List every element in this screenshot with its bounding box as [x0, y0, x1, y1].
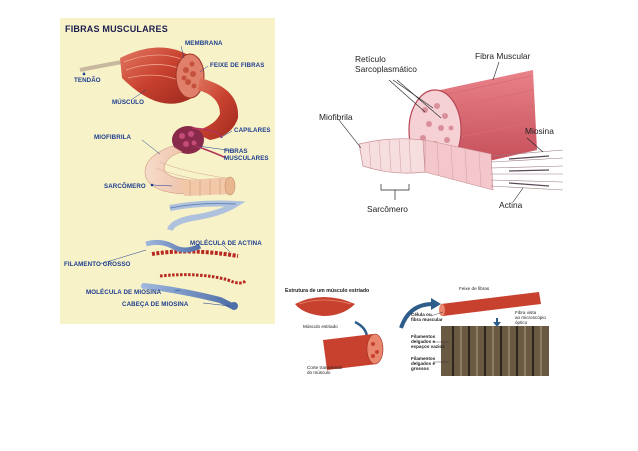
label-actina: Actina: [499, 200, 523, 210]
label-corte-transversal: Corte transversal do músculo: [307, 365, 342, 375]
label-fibras-musculares: FIBRAS MUSCULARES: [224, 148, 269, 162]
muscle-structure-illustration: [79, 45, 248, 310]
label-molecula-actina: MOLÉCULA DE ACTINA: [190, 240, 262, 247]
label-filamento-grosso: FILAMENTO GROSSO: [64, 261, 131, 268]
label-musculo: MÚSCULO: [112, 99, 144, 106]
label-filamentos-delgados-grossos: Filamentos delgados e grossos: [411, 356, 436, 371]
label-filamentos-delgados-vazios: Filamentos delgados e espaços vazios: [411, 334, 445, 349]
muscle-fiber-illustration: [338, 61, 564, 203]
striated-muscle-illustration: [295, 292, 549, 376]
panel-estrutura-musculo-estriado: Estrutura de um músculo estriado Músculo…: [283, 282, 559, 378]
label-miofibrila: MIOFIBRILA: [94, 134, 132, 141]
panel-fibra-muscular: Retículo Sarcoplasmático Fibra Muscular …: [313, 40, 578, 228]
label-fibra-vista-microscopio: Fibra vista ao microscópio óptico: [515, 310, 546, 325]
label-capilares: CAPILARES: [234, 127, 271, 134]
label-sarcomero: Sarcômero: [367, 204, 408, 214]
label-miofibrila: Miofibrila: [319, 112, 353, 122]
label-celula-fibra: Célula ou fibra muscular: [411, 312, 443, 322]
label-membrana: MEMBRANA: [185, 40, 223, 47]
label-feixe-de-fibras: Feixe de fibras: [459, 286, 490, 291]
label-reticulo-sarcoplasmatico: Retículo Sarcoplasmático: [355, 54, 417, 74]
panel-c-title: Estrutura de um músculo estriado: [285, 288, 370, 294]
panel-fibras-musculares: FIBRAS MUSCULARES MEMBRANA FEIXE DE FIBR…: [60, 18, 275, 324]
label-feixe-de-fibras: FEIXE DE FIBRAS: [210, 62, 265, 69]
label-fibra-muscular: Fibra Muscular: [475, 51, 531, 61]
label-sarcomero: SARCÔMERO: [104, 183, 146, 190]
label-tendao: TENDÃO: [74, 77, 101, 84]
panel-a-title: FIBRAS MUSCULARES: [65, 24, 168, 34]
label-cabeca-miosina: CABEÇA DE MIOSINA: [122, 301, 189, 308]
label-musculo-estriado: Músculo estriado: [303, 324, 338, 329]
label-miosina: Miosina: [525, 126, 554, 136]
label-molecula-miosina: MOLÉCULA DE MIOSINA: [86, 289, 162, 296]
